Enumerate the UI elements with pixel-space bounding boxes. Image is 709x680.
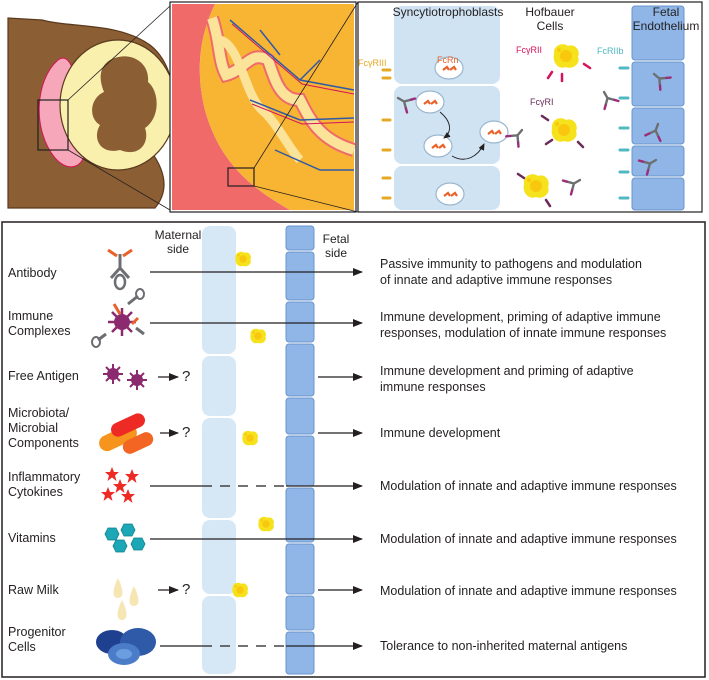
- row-label-free-antigen: Free Antigen: [8, 369, 79, 383]
- transcytosis-arrow: [439, 111, 451, 139]
- transfer-arrows: [150, 268, 363, 650]
- row-description-free-antigen: Immune development and priming of adapti…: [380, 364, 634, 394]
- hofbauer-cell-icon: [258, 516, 274, 532]
- syncytiotrophoblasts-header: Syncytiotrophoblasts: [392, 5, 504, 19]
- fcgr3-label: FcγRIII: [358, 58, 387, 68]
- antibody-icon: [107, 248, 133, 291]
- fcrn-vesicle-icon: [434, 181, 466, 207]
- pregnant-abdomen-illustration: [7, 17, 177, 209]
- row-label-microbiota: Microbiota/ Microbial Components: [8, 406, 79, 450]
- transfer-summary-panel: [1, 221, 706, 678]
- unknown-transfer-mark: ?: [182, 368, 191, 385]
- zoom-line: [253, 185, 359, 213]
- progenitor-cell-icon: [96, 628, 156, 665]
- row-label-immune-complexes: Immune Complexes: [8, 309, 71, 338]
- row-description-microbiota: Immune development: [380, 426, 501, 440]
- row-label-antibody: Antibody: [8, 266, 57, 280]
- fetal-endothelium-header: Fetal Endothelium: [632, 5, 700, 33]
- fcgr2-label: FcγRII: [516, 45, 542, 55]
- hofbauer-cell-icon: [235, 251, 251, 267]
- bacteria-icon: [99, 413, 154, 454]
- row-description-immune-complexes: Immune development, priming of adaptive …: [380, 310, 667, 340]
- row-label-raw-milk: Raw Milk: [8, 583, 59, 597]
- syncytiotrophoblast-cell: [394, 6, 500, 84]
- syncytiotrophoblast-column: [202, 226, 236, 674]
- row-description-inflammatory-cytokines: Modulation of innate and adaptive immune…: [380, 479, 677, 493]
- row-label-inflammatory-cytokines: Inflammatory Cytokines: [8, 470, 81, 499]
- unknown-transfer-mark: ?: [182, 581, 191, 598]
- milk-drop-icon: [113, 578, 139, 620]
- zoom-line: [67, 149, 171, 211]
- hofbauer-cell-icon: [553, 44, 579, 68]
- row-label-progenitor-cells: Progenitor Cells: [8, 625, 66, 654]
- zoom-line: [253, 1, 359, 169]
- hofbauer-cells-header: Hofbauer Cells: [525, 5, 575, 33]
- fetal-endothelium-column: [631, 5, 685, 211]
- fcgr1-receptor-icons: [516, 114, 585, 208]
- fcrn-vesicle-icon: [478, 119, 510, 145]
- placenta-illustration: [169, 1, 357, 213]
- fcgr3-receptor-icons: [381, 68, 392, 200]
- fcgr1-label: FcγRI: [530, 97, 554, 107]
- unknown-transfer-mark: ?: [182, 424, 191, 441]
- zoom-line: [67, 5, 171, 101]
- fetal-side-label: Fetal side: [322, 232, 350, 260]
- row-description-antibody: Passive immunity to pathogens and modula…: [380, 257, 642, 287]
- transcytosis-arrow: [451, 143, 485, 160]
- immune-complex-icon: [91, 288, 145, 348]
- hofbauer-cell-icon: [250, 328, 266, 344]
- hofbauer-cell-icon: [551, 118, 577, 142]
- fcr2b-label: FcRIIb: [597, 46, 624, 56]
- hofbauer-cell-icon: [242, 430, 258, 446]
- hofbauer-cell-icon: [232, 582, 248, 598]
- row-description-vitamins: Modulation of innate and adaptive immune…: [380, 532, 677, 546]
- cellular-detail-panel: [357, 1, 703, 213]
- hofbauer-cell-icon: [523, 174, 549, 198]
- antigen-icon: [103, 364, 147, 390]
- maternal-side-label: Maternal side: [154, 228, 202, 256]
- fcgr2-receptor-icons: [546, 62, 592, 83]
- fcr2b-receptor-icons: [618, 66, 630, 200]
- row-label-vitamins: Vitamins: [8, 531, 56, 545]
- fetal-endothelium-column: [285, 225, 315, 675]
- fcrn-vesicle-icon: [414, 89, 446, 115]
- row-description-progenitor-cells: Tolerance to non-inherited maternal anti…: [380, 639, 628, 653]
- fcrn-vesicle-icon: [422, 133, 454, 159]
- row-description-raw-milk: Modulation of innate and adaptive immune…: [380, 584, 677, 598]
- fcrn-label: FcRn: [437, 55, 459, 65]
